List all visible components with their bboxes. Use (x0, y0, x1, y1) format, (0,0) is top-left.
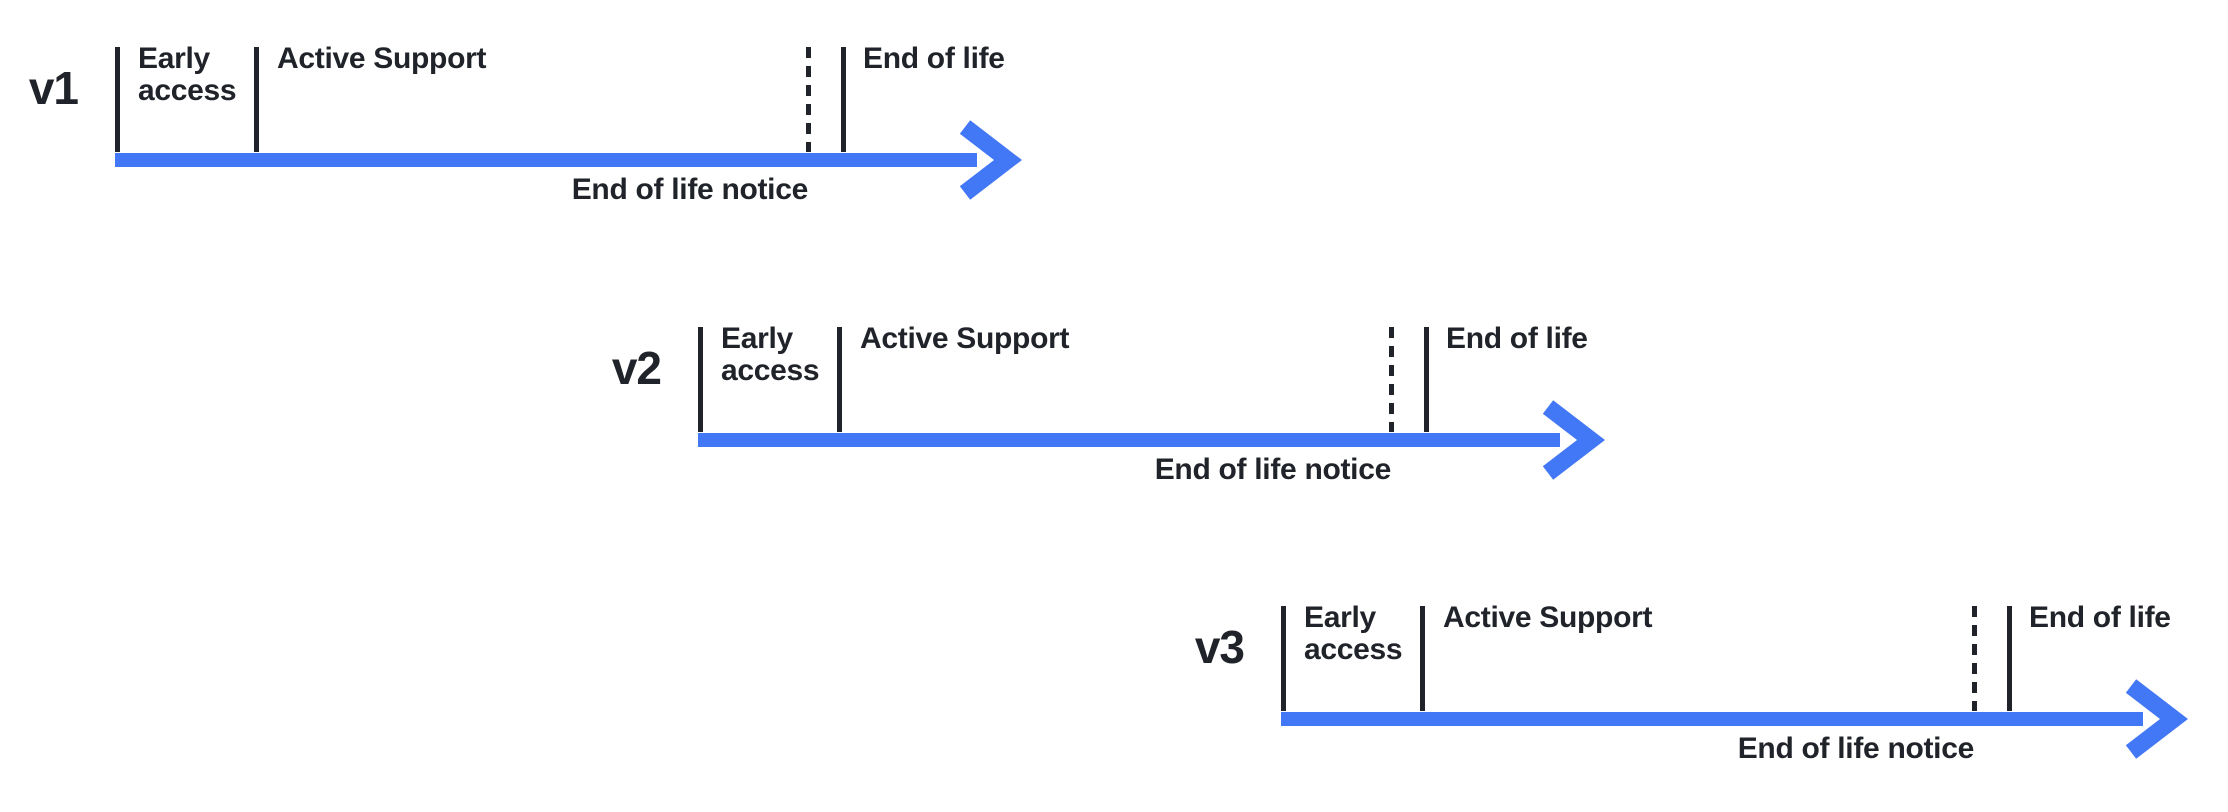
active-support-tick (837, 327, 842, 432)
active-support-tick (254, 47, 259, 152)
version-label: v2 (611, 342, 662, 394)
end-of-life-notice-label: End of life notice (1737, 732, 1975, 765)
end-of-life-label: End of life (863, 42, 1005, 75)
arrowhead-icon (959, 120, 1022, 200)
active-support-tick (1420, 606, 1425, 711)
active-support-label: Active Support (277, 42, 487, 75)
arrowhead-icon (1542, 400, 1605, 480)
early-access-tick (115, 47, 120, 152)
eol-notice-dashed-tick (1972, 606, 1977, 711)
timeline-arrow (115, 120, 1022, 200)
end-of-life-notice-label: End of life notice (1154, 453, 1392, 486)
timeline-arrow (1281, 679, 2188, 759)
active-support-label: Active Support (860, 322, 1070, 355)
end-of-life-notice-label: End of life notice (571, 173, 809, 206)
early-access-label: Early access (1304, 601, 1403, 666)
end-of-life-tick (2007, 606, 2012, 711)
version-label: v3 (1194, 621, 1245, 673)
active-support-label: Active Support (1443, 601, 1653, 634)
end-of-life-tick (841, 47, 846, 152)
early-access-tick (1281, 606, 1286, 711)
end-of-life-tick (1424, 327, 1429, 432)
eol-notice-dashed-tick (806, 47, 811, 152)
early-access-tick (698, 327, 703, 432)
early-access-label: Early access (721, 322, 820, 387)
early-access-label: Early access (138, 42, 237, 107)
eol-notice-dashed-tick (1389, 327, 1394, 432)
end-of-life-label: End of life (1446, 322, 1588, 355)
end-of-life-label: End of life (2029, 601, 2171, 634)
arrowhead-icon (2125, 679, 2188, 759)
version-label: v1 (28, 62, 79, 114)
timeline-arrow (698, 400, 1605, 480)
